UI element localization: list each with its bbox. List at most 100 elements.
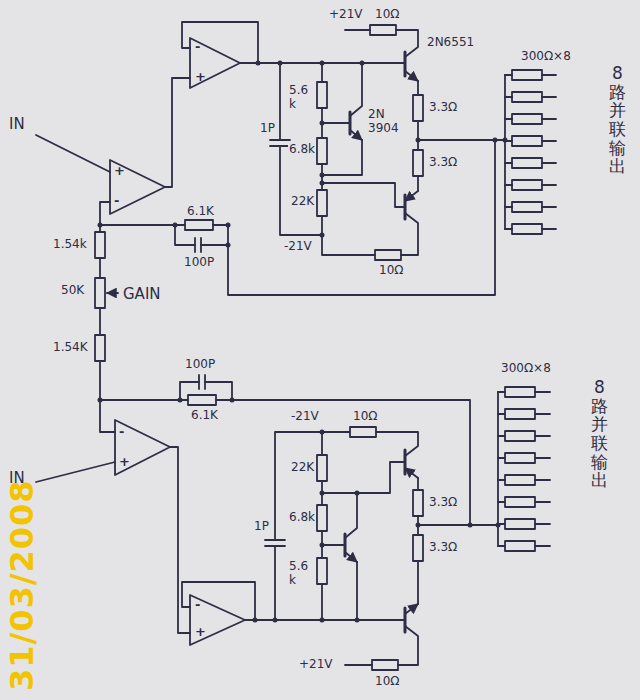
resistor-value: 3.3Ω xyxy=(428,156,458,170)
part-number: 2N 3904 xyxy=(367,108,403,136)
resistor-symbol xyxy=(188,395,216,405)
resistor-value: 5.6 k xyxy=(288,84,316,112)
resistor-symbol xyxy=(317,190,327,216)
resistor-value: 6.1K xyxy=(190,409,219,423)
wire xyxy=(498,392,550,546)
resistor-symbol xyxy=(505,541,535,551)
resistor-value: 10Ω xyxy=(374,675,400,689)
resistor-symbol xyxy=(512,180,542,190)
resistor-value: 300Ω×8 xyxy=(520,50,572,64)
resistor-symbol xyxy=(505,453,535,463)
resistor-value: 1.54k xyxy=(52,238,88,252)
transistor-emitter xyxy=(405,604,418,614)
transistor-symbol xyxy=(404,195,407,219)
resistor-symbol xyxy=(350,427,376,437)
resistor-value: 6.8k xyxy=(288,143,316,157)
resistor-symbol xyxy=(185,220,213,230)
transistor-emitter xyxy=(350,130,362,140)
potentiometer-value: 50K xyxy=(60,284,85,298)
transistor-symbol xyxy=(404,608,407,632)
opamp-symbol xyxy=(190,38,240,88)
resistor-symbol xyxy=(317,138,327,164)
wire xyxy=(417,478,419,604)
resistor-symbol xyxy=(317,82,327,108)
wire xyxy=(36,462,115,482)
capacitor-symbol xyxy=(195,238,201,252)
capacitor-symbol xyxy=(199,375,205,389)
potentiometer-symbol xyxy=(95,278,105,308)
wire xyxy=(180,382,470,525)
resistor-symbol xyxy=(512,70,542,80)
pin-sign: - xyxy=(118,425,125,440)
transistor-emitter xyxy=(405,191,418,201)
resistor-symbol xyxy=(505,497,535,507)
resistor-value: 6.8k xyxy=(288,511,316,525)
pin-sign: + xyxy=(113,164,126,179)
resistor-symbol xyxy=(512,136,542,146)
output-note: 8路并联输出 xyxy=(608,64,627,176)
resistor-symbol xyxy=(413,95,423,121)
opamp-symbol xyxy=(110,160,165,214)
wire xyxy=(36,135,110,172)
signal-name: IN xyxy=(8,116,26,133)
wire xyxy=(322,63,418,255)
wire xyxy=(182,22,258,63)
pin-sign: + xyxy=(194,70,207,85)
capacitor-value: 1P xyxy=(259,122,276,136)
resistor-value: 10Ω xyxy=(352,410,378,424)
resistor-symbol xyxy=(317,558,327,584)
resistor-symbol xyxy=(505,387,535,397)
resistor-symbol xyxy=(505,409,535,419)
pin-sign: - xyxy=(194,40,201,55)
pin-sign: + xyxy=(194,625,207,640)
resistor-value: 10Ω xyxy=(374,8,400,22)
resistor-symbol xyxy=(512,224,542,234)
resistor-symbol xyxy=(512,114,542,124)
resistor-symbol xyxy=(512,92,542,102)
resistor-symbol xyxy=(413,150,423,176)
opamp-symbol xyxy=(190,595,245,645)
resistor-value: 1.54K xyxy=(52,341,89,355)
resistor-value: 10Ω xyxy=(378,264,404,278)
resistor-value: 22K xyxy=(290,461,315,475)
capacitor-value: 100P xyxy=(183,256,215,270)
date-watermark: 31/03/2008 xyxy=(4,479,41,693)
wire xyxy=(182,582,255,620)
pin-sign: - xyxy=(194,598,201,613)
output-note: 8路并联输出 xyxy=(590,378,609,490)
supply-label: +21V xyxy=(328,8,364,22)
wire xyxy=(417,81,419,191)
resistor-value: 6.1K xyxy=(186,205,215,219)
resistor-symbol xyxy=(413,490,423,516)
resistor-value: 3.3Ω xyxy=(428,496,458,510)
resistor-value: 3.3Ω xyxy=(428,101,458,115)
pin-sign: - xyxy=(113,194,120,209)
transistor-emitter xyxy=(345,552,357,562)
resistor-symbol xyxy=(413,535,423,561)
part-number: 2N6551 xyxy=(426,36,475,50)
resistor-symbol xyxy=(512,158,542,168)
wire xyxy=(418,75,505,229)
wire xyxy=(165,78,190,187)
control-name: GAIN xyxy=(122,286,162,303)
resistor-symbol xyxy=(370,25,396,35)
wire xyxy=(100,202,110,232)
resistor-symbol xyxy=(317,505,327,531)
junction-dots xyxy=(98,61,508,623)
wire xyxy=(322,493,357,620)
capacitor-value: 1P xyxy=(253,520,270,534)
wire xyxy=(245,619,405,621)
capacitor-value: 100P xyxy=(184,358,216,372)
wire xyxy=(505,75,556,229)
resistor-symbol xyxy=(505,431,535,441)
potentiometer-wiper xyxy=(107,292,118,294)
resistor-symbol xyxy=(505,519,535,529)
capacitor-symbol xyxy=(270,63,322,235)
transistor-emitter xyxy=(405,71,418,81)
resistor-symbol xyxy=(512,202,542,212)
opamp-symbol xyxy=(115,420,170,475)
wire xyxy=(345,30,418,57)
supply-label: -21V xyxy=(283,240,313,254)
